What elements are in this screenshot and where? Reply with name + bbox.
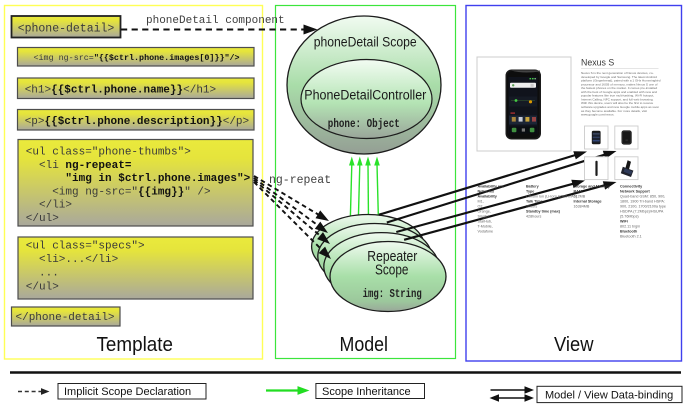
svg-text:M1,: M1,: [478, 200, 484, 204]
svg-text:phoneDetail Scope: phoneDetail Scope: [314, 35, 417, 50]
svg-text:Nexus S is the next generation: Nexus S is the next generation of Nexus …: [581, 71, 654, 75]
svg-text:512MB: 512MB: [574, 195, 586, 199]
svg-text:View: View: [554, 334, 594, 356]
svg-text:Networks: Networks: [478, 190, 495, 194]
svg-text:</ul>: </ul>: [26, 213, 59, 225]
svg-text:<li ng-repeat=: <li ng-repeat=: [26, 160, 132, 172]
svg-text:16384MB: 16384MB: [574, 205, 590, 209]
svg-text:PhoneDetailController: PhoneDetailController: [304, 88, 426, 103]
svg-text:Internal Storage: Internal Storage: [574, 200, 602, 204]
svg-text:<p>{{$ctrl.phone.description}}: <p>{{$ctrl.phone.description}}</p>: [25, 116, 249, 128]
svg-text:as they become available. For: as they become available. For more detai…: [581, 109, 647, 113]
svg-text:<img ng-src="{{img}}" />: <img ng-src="{{img}}" />: [26, 186, 211, 198]
svg-text:<phone-detail>: <phone-detail>: [18, 23, 115, 36]
svg-text:Availability and: Availability and: [478, 185, 506, 189]
svg-text:Bluetooth: Bluetooth: [620, 230, 638, 234]
svg-text:"img in $ctrl.phone.images">: "img in $ctrl.phone.images">: [26, 173, 251, 185]
svg-text:Scope: Scope: [375, 263, 409, 279]
svg-text:Singtel,: Singtel,: [478, 215, 490, 219]
svg-text:T-Mobile,: T-Mobile,: [478, 225, 493, 229]
svg-text:RAM: RAM: [574, 190, 582, 194]
svg-text:Model / View Data-binding: Model / View Data-binding: [545, 390, 673, 402]
svg-text:img: String: img: String: [363, 288, 422, 301]
svg-text:...: ...: [26, 268, 59, 280]
svg-text:HSDPA (7.2Mbps)/HSUPA: HSDPA (7.2Mbps)/HSUPA: [620, 210, 664, 214]
svg-text:ng-repeat: ng-repeat: [269, 174, 331, 187]
svg-text:Nexus S: Nexus S: [581, 57, 614, 67]
svg-text:Implicit Scope Declaration: Implicit Scope Declaration: [64, 386, 191, 398]
svg-text:O2,: O2,: [478, 205, 484, 209]
svg-text:Scope Inheritance: Scope Inheritance: [322, 386, 411, 398]
svg-text:phoneDetail component: phoneDetail component: [146, 15, 285, 27]
svg-text:802.11 b/g/n: 802.11 b/g/n: [620, 225, 640, 229]
svg-text:Talk Time: Talk Time: [526, 200, 543, 204]
svg-text:Type: Type: [526, 190, 534, 194]
svg-text:1800, 1900 Tri-band HSPA:: 1800, 1900 Tri-band HSPA:: [620, 200, 665, 204]
svg-text:WiFi: WiFi: [620, 220, 628, 224]
svg-text:<ul class="phone-thumbs">: <ul class="phone-thumbs">: [26, 147, 191, 159]
svg-text:428hours: 428hours: [526, 215, 542, 219]
svg-text:Quad-band GSM: 850, 900,: Quad-band GSM: 850, 900,: [620, 195, 665, 199]
svg-text:processor and 16GB of memory,: processor and 16GB of memory, makes Nexu…: [581, 82, 658, 86]
svg-text:Standby time (max): Standby time (max): [526, 210, 561, 214]
svg-text:Orange,: Orange,: [478, 210, 491, 214]
svg-text:Model: Model: [340, 334, 389, 356]
svg-text:popular features like true mul: popular features like true multi-tasking…: [581, 94, 654, 98]
svg-text:StarHub,: StarHub,: [478, 220, 493, 224]
svg-text:<img ng-src="{{$ctrl.phone.ima: <img ng-src="{{$ctrl.phone.images[0]}}"/…: [34, 53, 240, 63]
svg-text:Internet Calling, NFC support,: Internet Calling, NFC support, and full …: [581, 98, 654, 102]
svg-text:platform (Gingerbread), paired: platform (Gingerbread), paired with a 1 …: [581, 79, 661, 83]
svg-text:Connectivity: Connectivity: [620, 185, 643, 189]
svg-text:Availability: Availability: [478, 195, 498, 199]
svg-text:</li>: </li>: [26, 200, 72, 212]
svg-text:</phone-detail>: </phone-detail>: [16, 312, 115, 324]
svg-text:(5.76Mbps): (5.76Mbps): [620, 215, 639, 219]
svg-text:Lithium Ion (Li-Ion) (1500 mAh: Lithium Ion (Li-Ion) (1500 mAh): [526, 195, 577, 199]
svg-text:the fastest phones on the mark: the fastest phones on the market. It com…: [581, 86, 657, 90]
svg-text:Storage and Memory: Storage and Memory: [574, 185, 611, 189]
svg-text:<h1>{{$ctrl.phone.name}}</h1>: <h1>{{$ctrl.phone.name}}</h1>: [25, 84, 216, 96]
svg-text:With this device, users will a: With this device, users will also be the…: [581, 101, 653, 105]
svg-text:7hours: 7hours: [526, 205, 537, 209]
svg-text:Vodafone: Vodafone: [478, 230, 494, 234]
svg-text:Battery: Battery: [526, 185, 540, 189]
svg-text:phone: Object: phone: Object: [328, 118, 400, 131]
svg-text:Repeater: Repeater: [367, 249, 417, 265]
svg-text:www.google.com/nexus.: www.google.com/nexus.: [581, 113, 615, 117]
svg-text:Bluetooth 2.1: Bluetooth 2.1: [620, 235, 642, 239]
svg-text:software upgrades and new Goog: software upgrades and new Google mobile …: [581, 105, 659, 109]
svg-text:</ul>: </ul>: [26, 281, 59, 293]
svg-text:900, 2100, 1700/2100a type: 900, 2100, 1700/2100a type: [620, 205, 666, 209]
svg-text:Template: Template: [97, 334, 174, 356]
svg-text:<ul class="specs">: <ul class="specs">: [26, 241, 145, 253]
svg-text:with the best of Google apps a: with the best of Google apps and enabled…: [581, 90, 657, 94]
svg-text:developed by Google and Samsun: developed by Google and Samsung. The lat…: [581, 75, 657, 79]
svg-text:<li>...</li>: <li>...</li>: [26, 254, 118, 266]
svg-text:Network Support: Network Support: [620, 190, 650, 194]
